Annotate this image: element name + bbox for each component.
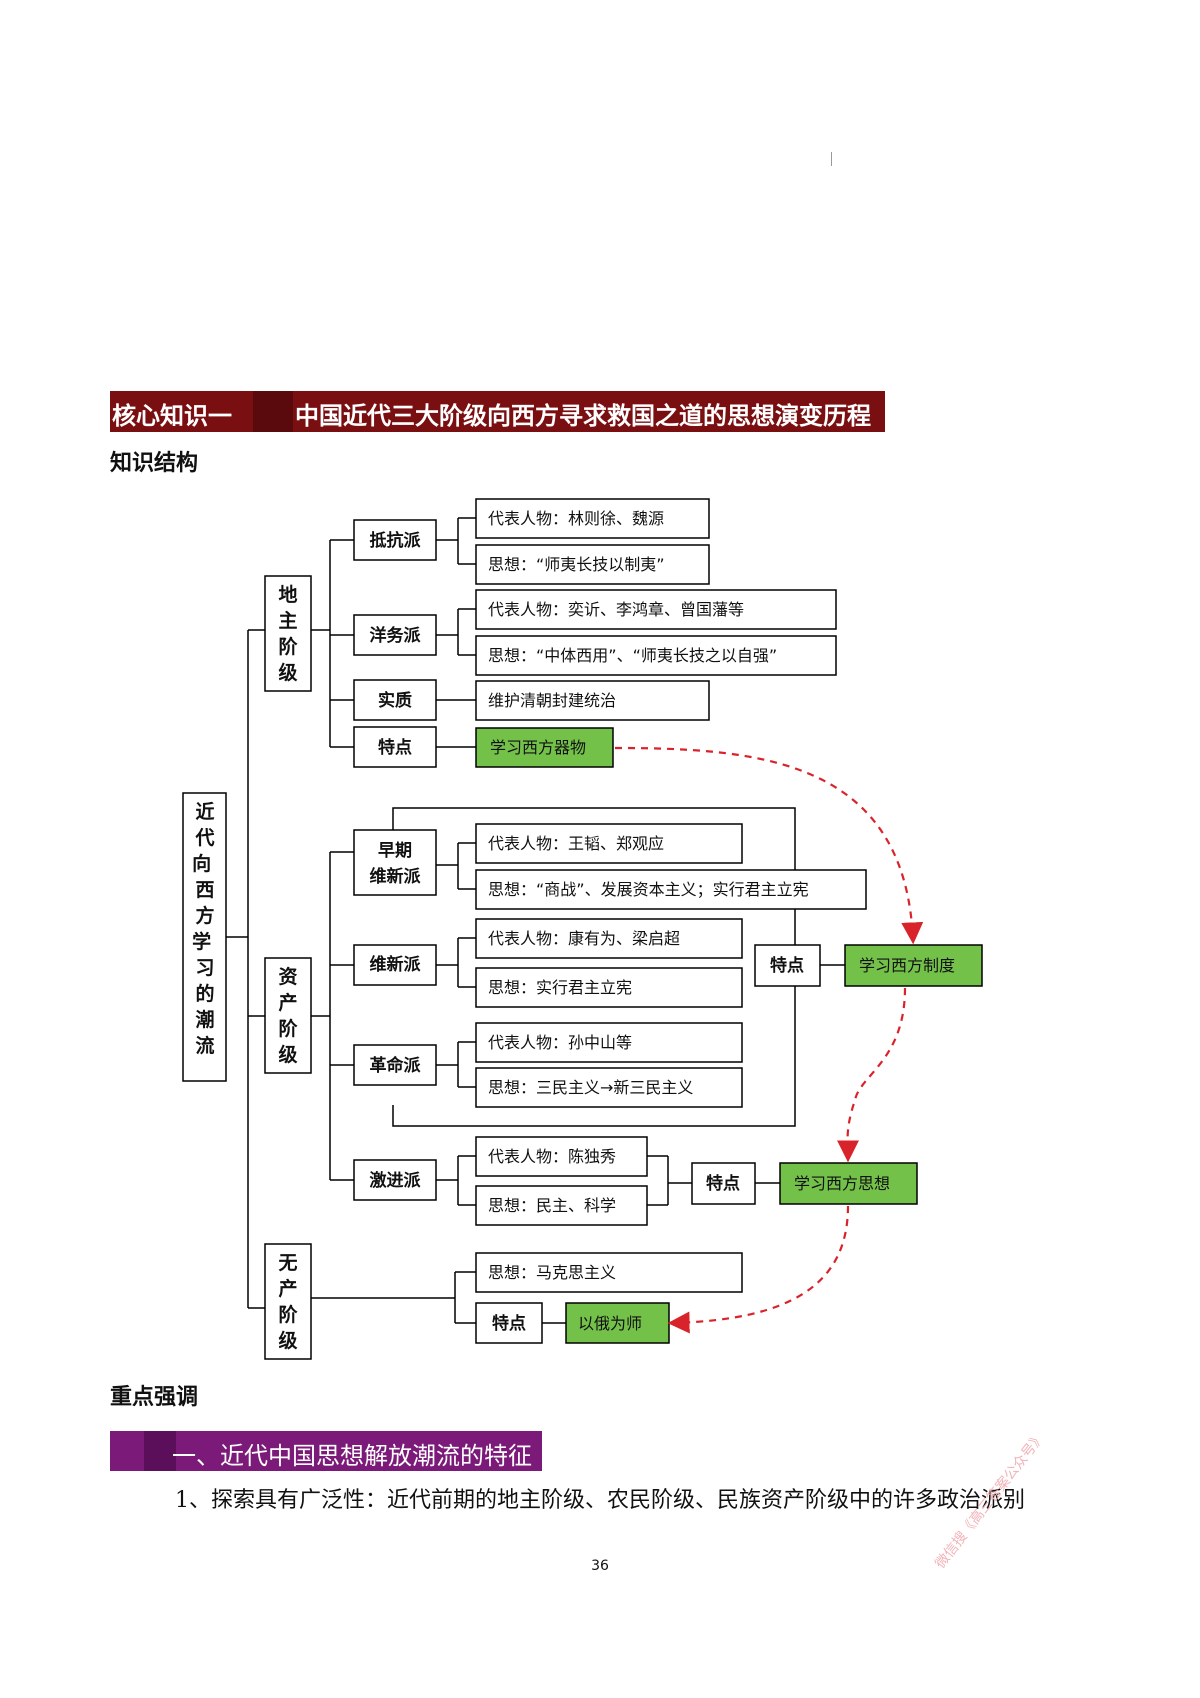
- revolution-person: 代表人物：孙中山等: [488, 1033, 632, 1052]
- resist-idea: 思想：“师夷长技以制夷”: [488, 555, 665, 574]
- resist-idea-box: [475, 544, 710, 585]
- essence-text-box: [475, 680, 710, 721]
- westernize-idea-box: [475, 635, 837, 676]
- radical-label: 激进派: [370, 1170, 422, 1191]
- radical-feature-box: [691, 1162, 756, 1205]
- reform-label: 维新派: [370, 954, 422, 975]
- revolution-label: 革命派: [370, 1055, 422, 1076]
- root-label: 近代向 西方学 习的潮流: [192, 801, 218, 1057]
- westernize-idea: 思想：“中体西用”、“师夷长技之以自强”: [488, 646, 777, 665]
- reform-idea-box: [475, 967, 743, 1008]
- revolution-person-box: [475, 1022, 743, 1063]
- bourgeois-feature-box: [754, 944, 821, 987]
- arrow-objects-to-system: [614, 746, 924, 945]
- core-title: 中国近代三大阶级向西方寻求救国之道的思想演变历程: [295, 401, 871, 430]
- emphasis-label: 重点强调: [110, 1384, 199, 1410]
- body-paragraph: 1、探索具有广泛性：近代前期的地主阶级、农民阶级、民族资产阶级中的许多政治派别: [175, 1488, 1025, 1513]
- revolution-box: [353, 1044, 437, 1086]
- bourgeois-feature-text: 学习西方制度: [859, 956, 955, 975]
- bourgeois-box: [264, 957, 312, 1074]
- radical-box: [353, 1159, 437, 1201]
- proletariat-feature-box: [475, 1302, 543, 1344]
- feature-west-thought: [779, 1162, 918, 1205]
- structure-label: 知识结构: [110, 450, 199, 476]
- revolution-idea: 思想：三民主义→新三民主义: [488, 1078, 693, 1097]
- margin-tick: [831, 152, 832, 166]
- radical-person: 代表人物：陈独秀: [488, 1147, 616, 1166]
- subheading-notch: [144, 1431, 176, 1471]
- proletariat-label: 无产阶级: [278, 1252, 298, 1352]
- landlord-feature-text: 学习西方器物: [490, 738, 586, 757]
- resist-person-box: [475, 498, 710, 539]
- proletariat-box: [264, 1243, 312, 1360]
- page-number: 36: [591, 1558, 609, 1574]
- landlord-label: 地主阶级: [278, 583, 298, 684]
- westernize-person-box: [475, 589, 837, 630]
- feature-west-system: [844, 944, 983, 987]
- essence-label: 实质: [378, 690, 412, 711]
- proletariat-feature-text: 以俄为师: [578, 1314, 642, 1333]
- radical-person-box: [475, 1136, 648, 1177]
- early-reform-label-2: 维新派: [370, 866, 422, 887]
- landlord-box: [264, 575, 312, 692]
- early-person: 代表人物：王韬、郑观应: [488, 834, 664, 853]
- westernize-box: [353, 614, 437, 656]
- proletariat-idea: 思想：马克思主义: [488, 1263, 616, 1282]
- early-idea-box: [475, 869, 867, 910]
- bourgeois-feature-label: 特点: [770, 955, 804, 976]
- reform-person: 代表人物：康有为、梁启超: [488, 929, 680, 948]
- bourgeois-label: 资产阶级: [278, 965, 298, 1066]
- landlord-feature-label: 特点: [378, 737, 412, 758]
- early-reform-box: [353, 829, 437, 896]
- early-person-box: [475, 823, 743, 864]
- resist-label: 抵抗派: [370, 530, 422, 551]
- reform-box: [353, 944, 437, 986]
- early-idea: 思想：“商战”、发展资本主义；实行君主立宪: [488, 880, 809, 899]
- subheading-text: 一、近代中国思想解放潮流的特征: [172, 1442, 532, 1470]
- reform-idea: 思想：实行君主立宪: [488, 978, 632, 997]
- resist-box: [353, 519, 437, 561]
- essence-box: [353, 679, 437, 721]
- core-knowledge-heading: 核心知识一 中国近代三大阶级向西方寻求救国之道的思想演变历程: [110, 391, 885, 432]
- arrow-thought-to-russia: [667, 1205, 850, 1334]
- resist-person: 代表人物：林则徐、魏源: [488, 509, 664, 528]
- westernize-label: 洋务派: [370, 625, 422, 646]
- arrow-system-to-thought: [836, 987, 907, 1163]
- core-label: 核心知识一: [112, 401, 232, 430]
- radical-idea: 思想：民主、科学: [488, 1196, 616, 1215]
- proletariat-idea-box: [475, 1252, 743, 1293]
- reform-person-box: [475, 918, 743, 959]
- root-box: [182, 792, 227, 1082]
- radical-feature-label: 特点: [706, 1173, 740, 1194]
- landlord-feature-box: [353, 726, 437, 768]
- radical-idea-box: [475, 1185, 648, 1226]
- feature-west-objects: [475, 727, 614, 768]
- heading-divider: [253, 391, 293, 432]
- essence-text: 维护清朝封建统治: [488, 691, 616, 710]
- subheading-bar: 一、近代中国思想解放潮流的特征: [110, 1431, 542, 1471]
- proletariat-feature-label: 特点: [492, 1313, 526, 1334]
- revolution-idea-box: [475, 1067, 743, 1108]
- early-reform-label-1: 早期: [378, 841, 412, 861]
- radical-feature-text: 学习西方思想: [794, 1174, 890, 1193]
- westernize-person: 代表人物：奕䜣、李鸿章、曾国藩等: [488, 600, 744, 619]
